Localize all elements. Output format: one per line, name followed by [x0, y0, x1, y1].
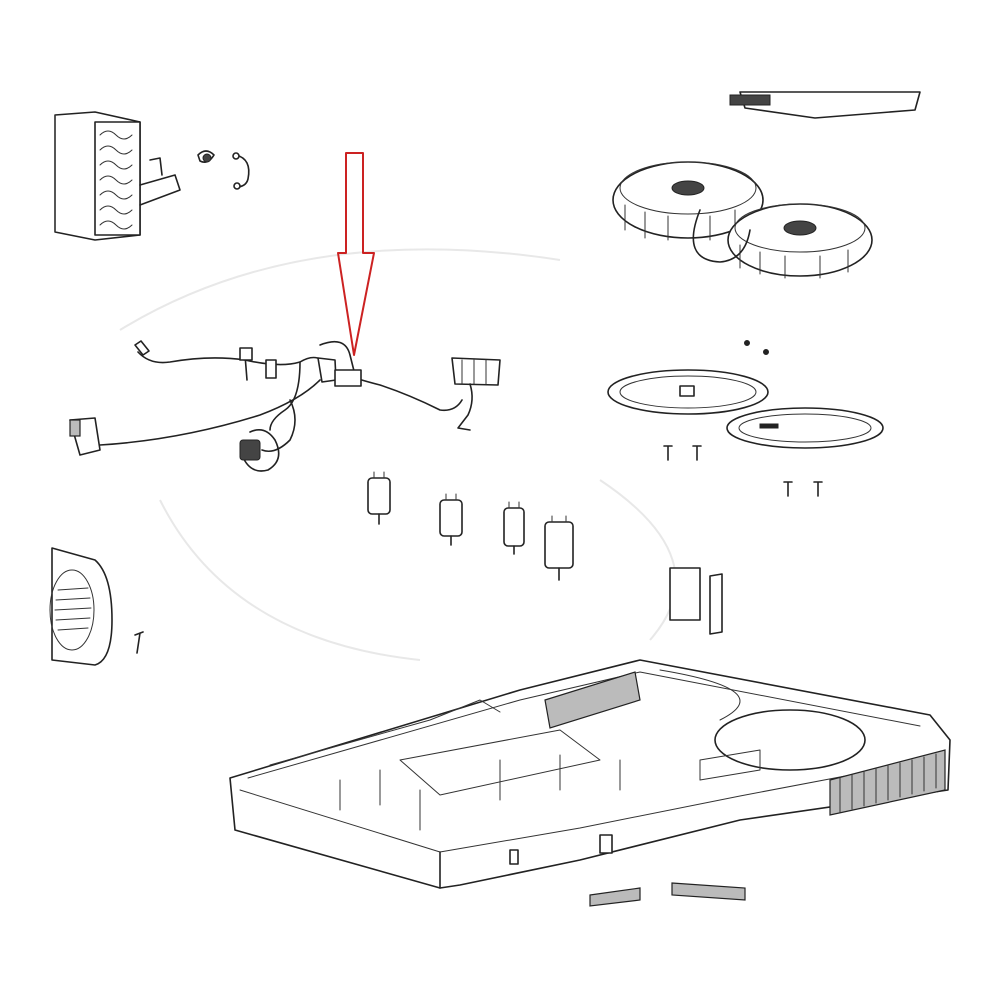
fan-mounting-plates[interactable]	[607, 340, 884, 497]
wiring-harness[interactable]	[69, 340, 501, 472]
sensor-clips[interactable]	[197, 150, 250, 190]
blower-housing[interactable]	[49, 547, 144, 666]
screws	[663, 340, 823, 497]
run-capacitors[interactable]	[367, 471, 574, 581]
highlight-arrow	[337, 152, 375, 356]
base-pan[interactable]	[229, 659, 951, 889]
foam-seal-strips[interactable]	[669, 567, 723, 635]
evaporator-coil[interactable]	[54, 111, 181, 241]
gasket-strips[interactable]	[589, 882, 746, 907]
twin-blower-fans[interactable]	[612, 91, 921, 279]
background-watermark	[119, 248, 677, 661]
